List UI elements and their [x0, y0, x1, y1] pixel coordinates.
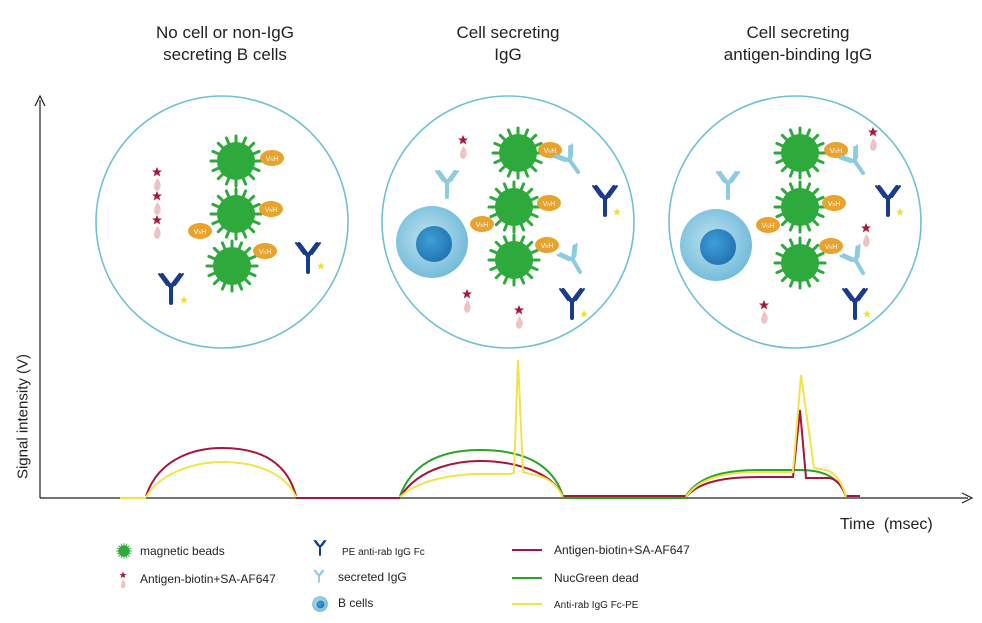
vhh-tag: VₕH [188, 223, 212, 239]
magnetic-bead [491, 126, 545, 180]
legend-label: Antigen-biotin+SA-AF647 [140, 572, 276, 586]
y-axis-arrow [34, 94, 46, 107]
vhh-tag: VₕH [259, 201, 283, 217]
legend-label: PE anti-rab IgG Fc [342, 546, 425, 558]
vhh-label: VₕH [543, 201, 556, 208]
vhh-tag: VₕH [253, 243, 277, 259]
axes [34, 94, 974, 504]
panel-title-antigen-binding: Cell secreting antigen-binding IgG [668, 22, 928, 66]
vhh-label: VₕH [762, 223, 775, 230]
vhh-label: VₕH [266, 156, 279, 163]
title-line: secreting B cells [163, 45, 287, 64]
antigen-icon [119, 571, 127, 589]
title-line: antigen-binding IgG [723, 45, 873, 64]
vhh-label: VₕH [194, 229, 207, 236]
vhh-label: VₕH [476, 222, 489, 229]
vhh-label: VₕH [544, 148, 557, 155]
legend-b-cells: B cells [338, 594, 373, 612]
vhh-label: VₕH [259, 249, 272, 256]
magnetic-bead [487, 180, 541, 234]
legend-line-nucgreen-label: NucGreen dead [554, 569, 639, 587]
panel-antigen-binding: VₕH VₕH VₕH VₕH [668, 95, 922, 349]
trace-anti-rab [145, 460, 297, 498]
vhh-tag: VₕH [819, 238, 843, 254]
legend-line-anti-rab-label: Anti-rab IgG Fc-PE [554, 596, 638, 614]
legend-label: magnetic beads [140, 544, 225, 558]
vhh-label: VₕH [830, 148, 843, 155]
legend-secreted-igg: secreted IgG [338, 568, 407, 586]
trace-nucgreen [399, 448, 564, 497]
vhh-tag: VₕH [538, 142, 562, 158]
legend-pe-anti: PE anti-rab IgG Fc [342, 543, 425, 561]
magnetic-bead [773, 126, 827, 180]
trace-anti-rab [399, 359, 564, 498]
x-axis-arrow [961, 492, 974, 504]
magnetic-bead [205, 239, 259, 293]
trace-antigen [145, 446, 297, 497]
legend-label: NucGreen dead [554, 571, 639, 585]
x-axis-label: Time (msec) [840, 516, 933, 533]
vhh-label: VₕH [541, 243, 554, 250]
vhh-tag: VₕH [756, 217, 780, 233]
panel-title-no-cell: No cell or non-IgG secreting B cells [95, 22, 355, 66]
signal-traces [120, 359, 860, 499]
panel-igg: VₕH VₕH VₕH VₕH [381, 95, 635, 349]
trace-anti-rab [685, 374, 847, 498]
title-line: No cell or non-IgG [156, 23, 294, 42]
vhh-tag: VₕH [824, 142, 848, 158]
magnetic-bead [209, 134, 263, 188]
vhh-tag: VₕH [260, 150, 284, 166]
vhh-tag: VₕH [537, 195, 561, 211]
b-cell-icon [680, 209, 752, 281]
vhh-label: VₕH [265, 207, 278, 214]
magnetic-bead [209, 187, 263, 241]
vhh-tag: VₕH [470, 216, 494, 232]
vhh-label: VₕH [825, 244, 838, 251]
trace-antigen [399, 459, 564, 498]
vhh-tag: VₕH [822, 195, 846, 211]
magnetic-bead [773, 236, 827, 290]
magnetic-bead [773, 180, 827, 234]
trace-antigen [685, 409, 847, 498]
pe-antibody-icon [313, 539, 327, 556]
legend-line-antigen-label: Antigen-biotin+SA-AF647 [554, 541, 690, 559]
magnetic-bead [487, 233, 541, 287]
title-line: Cell secreting [456, 23, 560, 42]
legend-label: Antigen-biotin+SA-AF647 [554, 543, 690, 557]
magnetic-bead-icon [116, 543, 132, 559]
b-cell-icon [396, 206, 468, 278]
panel-title-igg: Cell secreting IgG [378, 22, 638, 66]
panel-no-cell: VₕH VₕH VₕH VₕH [95, 95, 349, 349]
legend-label: secreted IgG [338, 570, 407, 584]
y-axis-label: Signal intensity (V) [14, 353, 32, 480]
legend-antigen: Antigen-biotin+SA-AF647 [140, 570, 276, 588]
title-line: IgG [494, 45, 522, 64]
title-line: Cell secreting [746, 23, 850, 42]
legend-icons [116, 539, 542, 612]
secreted-igg-icon [313, 569, 325, 583]
legend-magnetic-beads: magnetic beads [140, 542, 225, 560]
legend-label: Anti-rab IgG Fc-PE [554, 599, 639, 611]
vhh-tag: VₕH [535, 237, 559, 253]
b-cell-icon [312, 596, 328, 612]
legend-label: B cells [338, 596, 374, 610]
vhh-label: VₕH [828, 201, 841, 208]
